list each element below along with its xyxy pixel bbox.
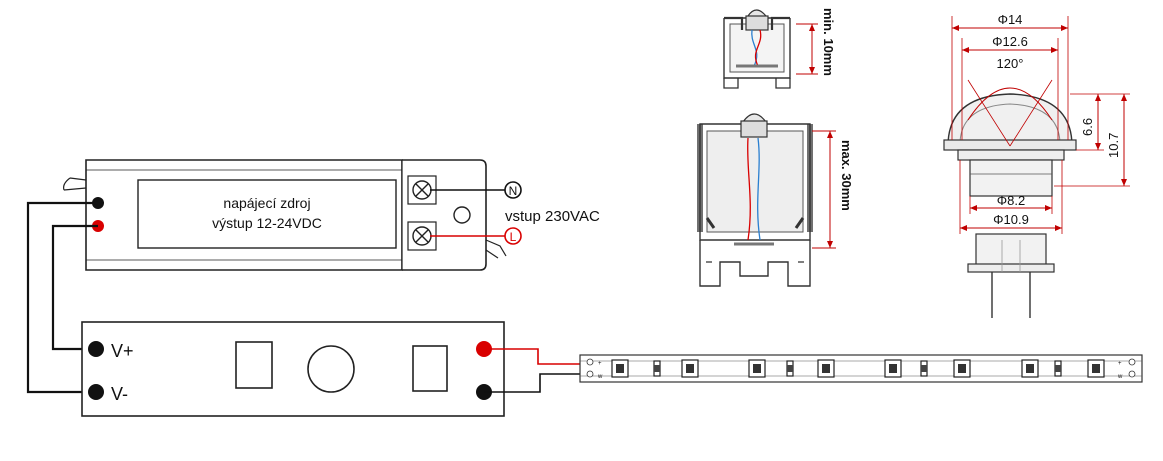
sensor-d10-9: Φ10.9 (993, 212, 1029, 227)
profile-large: max. 30mm (697, 113, 854, 287)
sensor-d8-2: Φ8.2 (997, 193, 1025, 208)
power-supply-label-line2: výstup 12-24VDC (212, 215, 322, 231)
controller-terminal-vminus (88, 384, 104, 400)
profile-large-dimension: max. 30mm (839, 140, 854, 211)
power-supply-label-panel (137, 179, 397, 249)
strip-plus-mark-right: + (1118, 361, 1122, 367)
strip-w-mark-left: w (597, 374, 603, 380)
terminal-l-label: L (510, 230, 517, 244)
resistor-icon (786, 360, 794, 377)
dc-wiring (26, 201, 98, 394)
led-strip-body (579, 354, 1143, 383)
strip-wiring (484, 348, 582, 393)
power-supply-label-line1: napájecí zdroj (223, 195, 310, 211)
led-chip-icon (748, 359, 766, 378)
resistor-icon (1054, 360, 1062, 377)
controller-button-right (412, 345, 448, 392)
led-chip-icon (1021, 359, 1039, 378)
sensor-d12-6: Φ12.6 (992, 34, 1028, 49)
profile-small-dimension: min. 10mm (821, 8, 836, 76)
led-strip: + w + w (579, 354, 1143, 383)
controller-sensor-window (307, 345, 355, 393)
terminal-l-marker (504, 227, 522, 245)
terminal-n-marker (504, 181, 522, 199)
sensor-dome (947, 93, 1073, 147)
terminal-screw-n-icon (412, 180, 432, 200)
mains-wiring: N L vstup 230VAC (430, 181, 600, 245)
mounting-hole-icon (453, 206, 471, 224)
sensor-h10-7: 10.7 (1106, 133, 1121, 158)
power-supply: napájecí zdroj výstup 12-24VDC (63, 159, 507, 271)
led-chip-icon (953, 359, 971, 378)
sensor-d14: Φ14 (998, 12, 1023, 27)
resistor-icon (920, 360, 928, 377)
sensor-detail: Φ14 Φ12.6 120° 6.6 10.7 Φ8.2 (943, 12, 1130, 318)
led-chip-icon (817, 359, 835, 378)
led-chip-icon (1087, 359, 1105, 378)
terminal-n-label: N (509, 184, 518, 198)
sensor-h6-6: 6.6 (1080, 118, 1095, 136)
strip-plus-mark-left: + (598, 361, 602, 367)
led-chip-icon (611, 359, 629, 378)
resistor-icon (653, 360, 661, 377)
controller-vminus-label: V- (111, 384, 128, 404)
controller: V+ V- (81, 321, 505, 417)
controller-button-left (235, 341, 273, 389)
profile-small: min. 10mm (723, 8, 836, 89)
terminal-screw-l-icon (412, 226, 432, 246)
led-chip-icon (681, 359, 699, 378)
led-chip-icon (884, 359, 902, 378)
controller-vplus-label: V+ (111, 341, 134, 361)
controller-terminal-vplus (88, 341, 104, 357)
input-voltage-label: vstup 230VAC (505, 208, 600, 225)
strip-w-mark-right: w (1117, 374, 1123, 380)
sensor-angle: 120° (997, 56, 1024, 71)
